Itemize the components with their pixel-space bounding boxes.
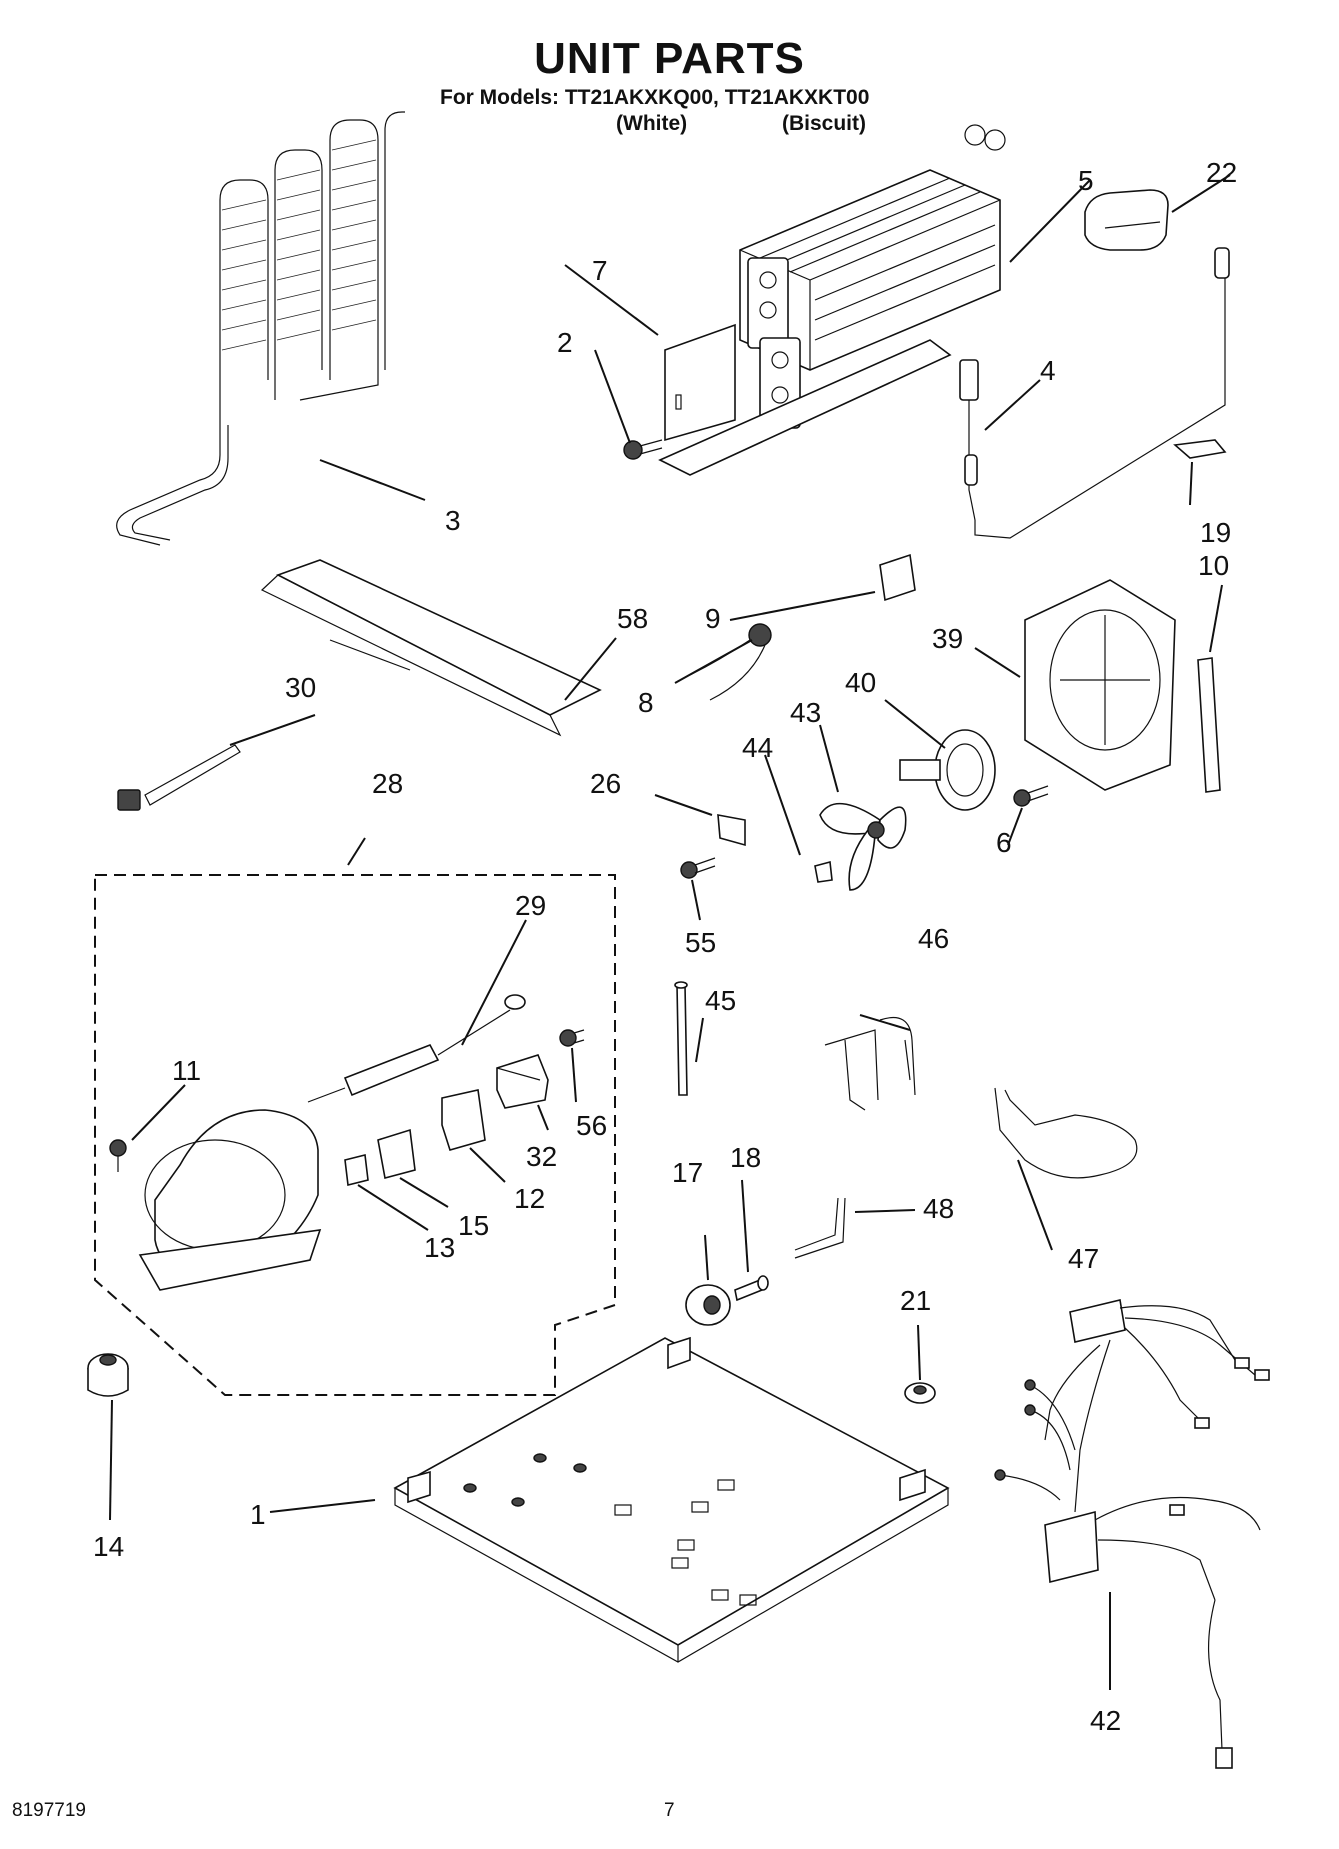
callout-15: 15	[458, 1210, 489, 1241]
callout-1: 1	[250, 1499, 266, 1530]
cover-15	[377, 1128, 416, 1179]
callout-32: 32	[526, 1141, 557, 1172]
relay-32	[496, 1054, 549, 1109]
nut-21	[904, 1382, 936, 1404]
callout-39: 39	[932, 623, 963, 654]
callout-numbers: 7 2 5 22 4 19 3 58 9 8 39 10 40 30 43 44…	[93, 157, 1237, 1736]
tube-45	[674, 981, 688, 1096]
callout-58: 58	[617, 603, 648, 634]
compressor	[138, 1109, 322, 1291]
drain-pan	[260, 559, 602, 737]
defrost-thermistor	[959, 247, 1230, 539]
wire-harness	[994, 1299, 1270, 1769]
callout-21: 21	[900, 1285, 931, 1316]
screw-2	[623, 439, 663, 460]
condenser-coil	[116, 111, 405, 546]
clip-44	[814, 860, 833, 883]
document-number: 8197719	[12, 1800, 86, 1821]
callout-5: 5	[1078, 165, 1094, 196]
callout-11: 11	[172, 1055, 201, 1086]
callout-47: 47	[1068, 1243, 1099, 1274]
fan-blade	[819, 802, 907, 891]
page-number: 7	[664, 1800, 675, 1821]
tube-47	[994, 1087, 1138, 1179]
evaporator-cover	[1084, 189, 1169, 251]
evaporator	[658, 124, 1006, 476]
pin-18	[734, 1275, 769, 1302]
callout-40: 40	[845, 667, 876, 698]
tube-48	[794, 1197, 846, 1259]
callout-3: 3	[445, 505, 461, 536]
grommet-14	[87, 1353, 129, 1397]
compressor-kit-outline	[94, 874, 616, 1396]
bracket-slot	[675, 394, 682, 410]
clip-13	[344, 1154, 369, 1186]
callout-8: 8	[638, 687, 654, 718]
callout-19: 19	[1200, 517, 1231, 548]
callout-4: 4	[1040, 355, 1056, 386]
screw-56	[559, 1029, 585, 1047]
callout-7: 7	[592, 255, 608, 286]
mounting-bracket-9	[879, 553, 916, 602]
variant-white: (White)	[616, 112, 688, 135]
fan-shroud	[1024, 579, 1176, 791]
page-title: UNIT PARTS	[534, 34, 805, 83]
screw-6	[1013, 785, 1049, 807]
callout-43: 43	[790, 697, 821, 728]
callout-2: 2	[557, 327, 573, 358]
thermistor-clip	[1173, 439, 1227, 459]
fan-motor	[899, 729, 996, 811]
screw-11	[109, 1139, 127, 1172]
cable-tie	[117, 744, 241, 811]
callout-10: 10	[1198, 550, 1229, 581]
roller-17	[685, 1284, 731, 1326]
variant-biscuit: (Biscuit)	[782, 112, 866, 135]
overload-12	[441, 1089, 486, 1151]
callout-12: 12	[514, 1183, 545, 1214]
callout-46: 46	[918, 923, 949, 954]
callout-45: 45	[705, 985, 736, 1016]
callout-14: 14	[93, 1531, 124, 1562]
screw-55	[680, 857, 716, 879]
callout-leader-lines	[109, 174, 1231, 1690]
cover-edge	[1104, 221, 1161, 229]
callout-44: 44	[742, 732, 773, 763]
callout-56: 56	[576, 1110, 607, 1141]
tube-46	[824, 1016, 916, 1111]
callout-22: 22	[1206, 157, 1237, 188]
callout-9: 9	[705, 603, 721, 634]
base-plate	[393, 1336, 950, 1663]
callout-42: 42	[1090, 1705, 1121, 1736]
callout-55: 55	[685, 927, 716, 958]
callout-28: 28	[372, 768, 403, 799]
callout-29: 29	[515, 890, 546, 921]
callout-18: 18	[730, 1142, 761, 1173]
callout-13: 13	[424, 1232, 455, 1263]
callout-17: 17	[672, 1157, 703, 1188]
callout-30: 30	[285, 672, 316, 703]
filter-drier	[307, 994, 526, 1103]
evaporator-bracket	[664, 323, 736, 442]
clip-26	[717, 814, 746, 847]
callout-48: 48	[923, 1193, 954, 1224]
callout-26: 26	[590, 768, 621, 799]
models-line: For Models: TT21AKXKQ00, TT21AKXKT00	[440, 86, 870, 109]
grommet-8	[689, 623, 772, 701]
strip-10	[1197, 657, 1221, 793]
callout-6: 6	[996, 827, 1012, 858]
